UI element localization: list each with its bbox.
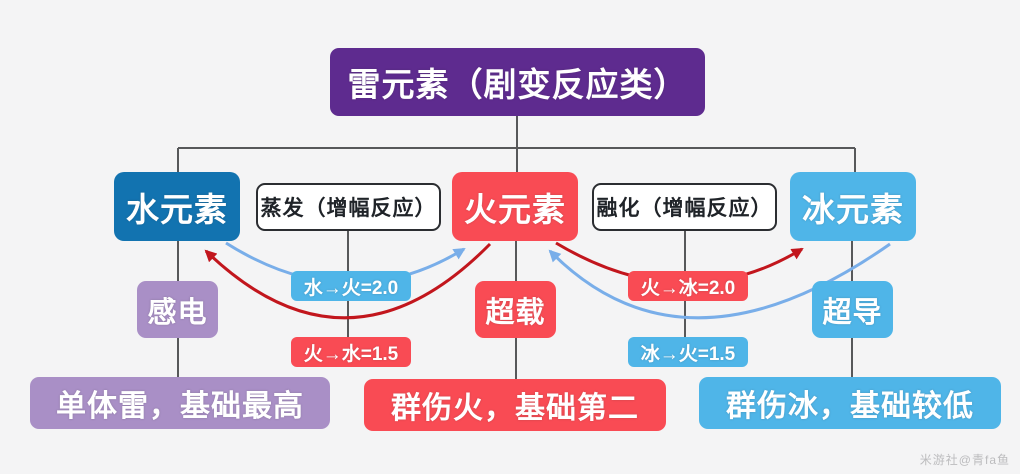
chip-cryo-to-pyro: 冰→火=1.5 bbox=[628, 337, 748, 367]
chip-pyro-to-hydro: 火→水=1.5 bbox=[291, 337, 411, 367]
node-electro-root: 雷元素（剧变反应类） bbox=[330, 48, 705, 116]
box-melt: 融化（增幅反应） bbox=[592, 183, 777, 231]
tree-connectors bbox=[177, 116, 856, 379]
note-pyro: 群伤火，基础第二 bbox=[364, 379, 666, 431]
note-electro: 单体雷，基础最高 bbox=[30, 377, 330, 429]
node-superconduct: 超导 bbox=[812, 281, 893, 338]
chip-pyro-to-cryo: 火→冰=2.0 bbox=[628, 271, 748, 301]
node-pyro: 火元素 bbox=[452, 172, 578, 241]
watermark: 米游社@青fa鱼 bbox=[919, 453, 1010, 467]
note-cryo: 群伤冰，基础较低 bbox=[699, 377, 1001, 429]
node-electro-charged: 感电 bbox=[137, 281, 218, 338]
node-cryo: 冰元素 bbox=[790, 172, 916, 241]
chip-hydro-to-pyro: 水→火=2.0 bbox=[291, 271, 411, 301]
box-vaporize: 蒸发（增幅反应） bbox=[256, 183, 441, 231]
node-hydro: 水元素 bbox=[114, 172, 240, 241]
node-overloaded: 超载 bbox=[475, 281, 556, 338]
